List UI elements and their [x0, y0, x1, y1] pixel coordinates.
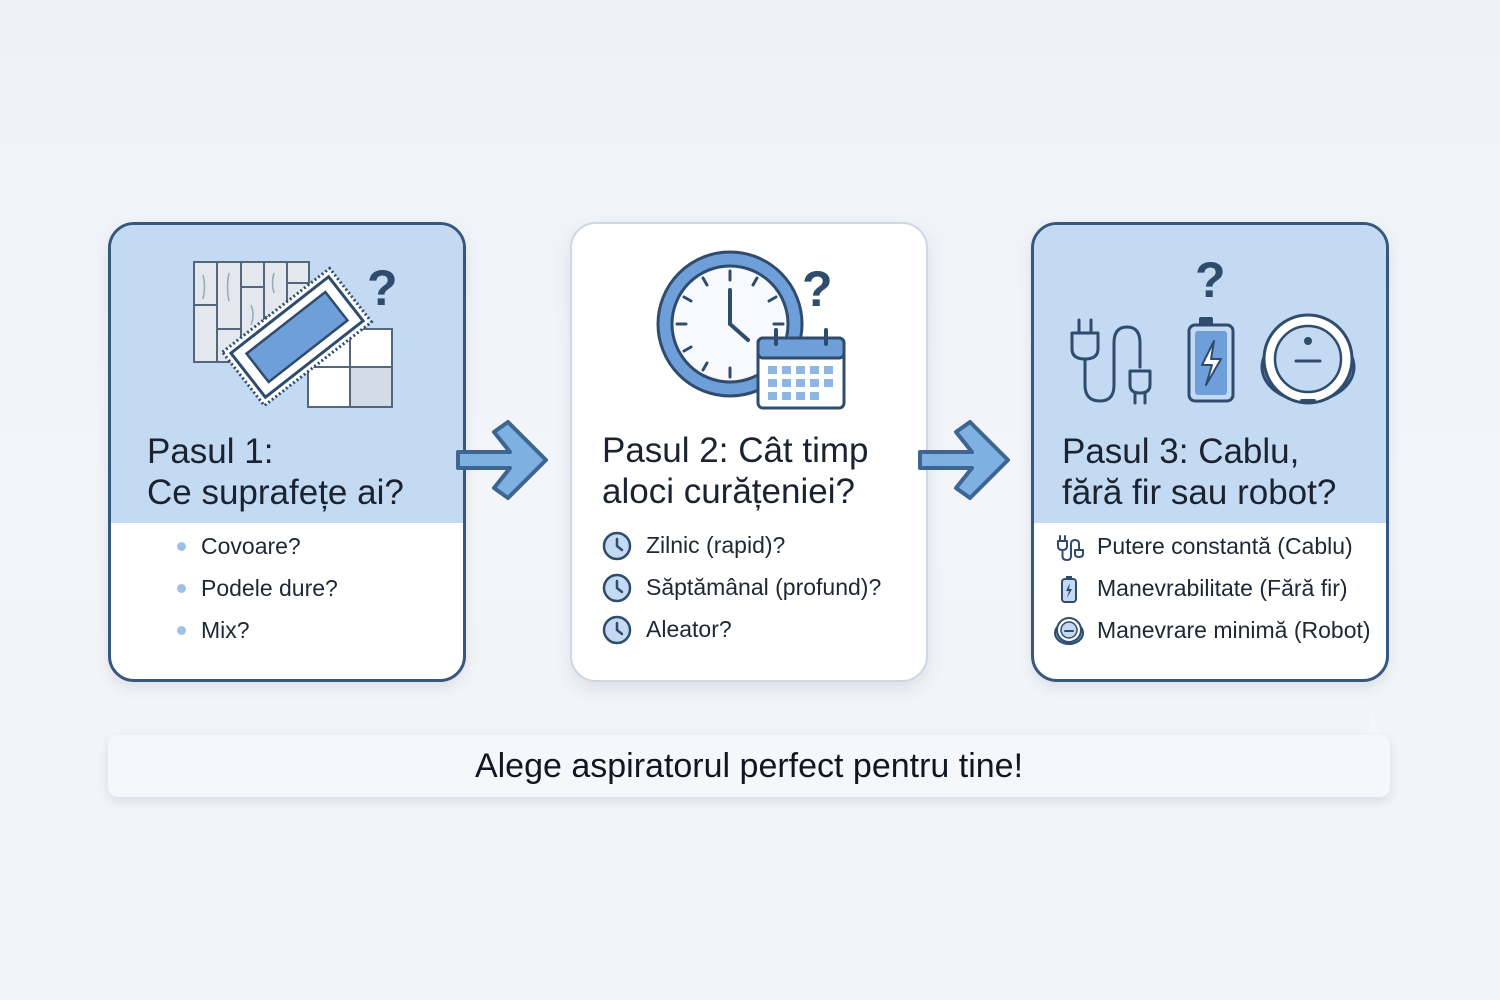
clock-icon [602, 573, 632, 603]
option-label: Săptămânal (profund)? [646, 574, 882, 600]
step-2-options: Zilnic (rapid)? Săptămânal (profund)? Al… [572, 524, 926, 650]
step-card-2: ? Pasul 2: Cât timp aloci curățeniei? Zi… [570, 222, 928, 682]
list-item: Mix? [111, 609, 463, 651]
step-1-title-line2: Ce suprafețe ai? [147, 473, 404, 512]
option-label: Manevrare minimă (Robot) [1097, 617, 1371, 643]
list-item: Covoare? [111, 525, 463, 567]
time-illustration: ? [656, 250, 846, 410]
plug-cable-icon [1070, 318, 1152, 405]
list-item: Manevrare minimă (Robot) [1034, 609, 1386, 651]
question-mark-icon: ? [367, 260, 398, 316]
step-1-title: Pasul 1: Ce suprafețe ai? [147, 431, 457, 513]
calendar-icon [756, 328, 846, 410]
question-mark-icon: ? [1195, 252, 1226, 308]
robot-vacuum-icon [1260, 313, 1356, 405]
question-mark-icon: ? [802, 261, 833, 317]
bullet-dot [177, 626, 186, 635]
step-2-title: Pasul 2: Cât timp aloci curățeniei? [602, 430, 912, 512]
step-2-title-line1: Pasul 2: Cât timp [602, 431, 869, 470]
robot-vacuum-icon [1054, 617, 1084, 645]
option-label: Putere constantă (Cablu) [1097, 533, 1353, 559]
option-label: Mix? [201, 617, 250, 643]
list-item: Zilnic (rapid)? [572, 524, 926, 566]
list-item: Aleator? [572, 608, 926, 650]
vacuum-type-illustration: ? [1070, 252, 1356, 405]
list-item: Săptămânal (profund)? [572, 566, 926, 608]
option-label: Covoare? [201, 533, 301, 559]
clock-icon [602, 615, 632, 645]
clock-icon [602, 531, 632, 561]
step-1-title-line1: Pasul 1: [147, 432, 274, 471]
list-item: Podele dure? [111, 567, 463, 609]
option-label: Podele dure? [201, 575, 338, 601]
surfaces-illustration: ? [193, 260, 398, 408]
step-card-3: ? Pasul 3: Cablu, fără fir sau robot? Pu… [1031, 222, 1389, 682]
option-label: Manevrabilitate (Fără fir) [1097, 575, 1348, 601]
arrow-right-icon [456, 420, 548, 500]
list-item: Manevrabilitate (Fără fir) [1034, 567, 1386, 609]
battery-icon [1061, 576, 1077, 603]
step-3-title-line2: fără fir sau robot? [1062, 473, 1337, 512]
rug-icon [220, 266, 374, 408]
step-3-title: Pasul 3: Cablu, fără fir sau robot? [1062, 431, 1372, 513]
step-card-1: ? Pasul 1: Ce suprafețe ai? Covoare? Pod… [108, 222, 466, 682]
bullet-dot [177, 542, 186, 551]
list-item: Putere constantă (Cablu) [1034, 525, 1386, 567]
arrow-right-icon [918, 420, 1010, 500]
banner-notch [1366, 712, 1380, 736]
option-label: Zilnic (rapid)? [646, 532, 786, 558]
step-3-title-line1: Pasul 3: Cablu, [1062, 432, 1300, 471]
call-to-action-banner: Alege aspiratorul perfect pentru tine! [108, 735, 1390, 797]
step-1-options: Covoare? Podele dure? Mix? [111, 525, 463, 651]
option-label: Aleator? [646, 616, 732, 642]
step-2-title-line2: aloci curățeniei? [602, 472, 855, 511]
plug-icon [1057, 535, 1084, 561]
battery-icon [1187, 317, 1235, 403]
step-3-options: Putere constantă (Cablu) Manevrabilitate… [1034, 525, 1386, 651]
bullet-dot [177, 584, 186, 593]
